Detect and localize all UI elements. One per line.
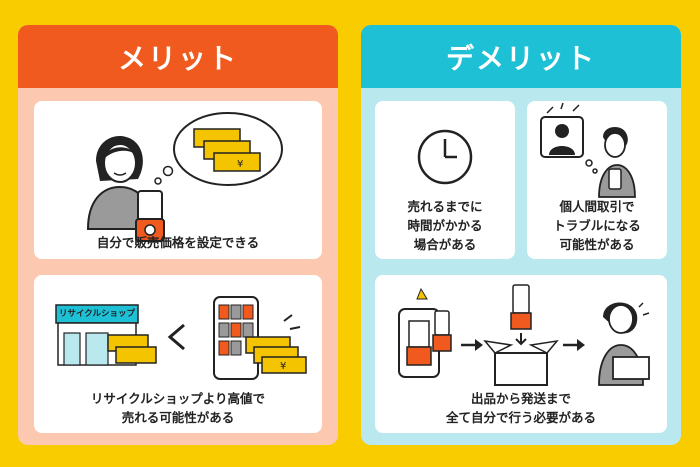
demerit-caption-shipping-line2: 全て自分で行う必要がある (445, 410, 596, 425)
demerit-caption-trouble-line1: 個人間取引で (559, 199, 635, 214)
blender-icon (432, 310, 452, 352)
demerit-caption-time-line1: 売れるまでに (407, 199, 483, 214)
demerit-panel: デメリット 売れるまでに 時間がかかる 場合がある 個人間取引で トラブルになる… (361, 25, 681, 445)
money-bills-icon: ¥ (193, 128, 261, 172)
shop-sign-text: リサイクルショップ (58, 309, 136, 319)
merit-caption-price: 自分で販売価格を設定できる (96, 235, 260, 250)
person-with-money-illustration: ¥ (86, 112, 283, 242)
demerit-caption-trouble-line2: トラブルになる (553, 218, 641, 233)
blender-icon (135, 190, 165, 242)
recycle-shop-icon (55, 304, 139, 366)
demerit-caption-shipping-line1: 出品から発送まで (470, 391, 571, 406)
demerit-caption-trouble-line3: 可能性がある (559, 237, 635, 252)
merit-card-higher-price: ¥ リサイクルショップ リサイクルショップより高値で 売れる可能性がある (34, 275, 322, 433)
smartphone-icon (398, 308, 440, 378)
merit-title: メリット (18, 25, 338, 88)
svg-text:¥: ¥ (237, 159, 243, 170)
money-bills-icon: ¥ (245, 336, 307, 374)
svg-text:¥: ¥ (280, 361, 286, 372)
shipping-process-illustration (398, 284, 650, 386)
merit-panel: メリット ¥ 自分で販売 (18, 25, 338, 445)
smartphone-icon (213, 296, 259, 380)
demerit-card-time: 売れるまでに 時間がかかる 場合がある (375, 101, 515, 259)
box-icon (483, 284, 559, 386)
shop-comparison-illustration: ¥ (55, 296, 307, 380)
merit-caption-higher-price-line1: リサイクルショップより高値で (90, 391, 266, 406)
demerit-title: デメリット (361, 25, 681, 88)
demerit-card-shipping: 出品から発送まで 全て自分で行う必要がある (375, 275, 667, 433)
less-than-icon (167, 323, 185, 351)
demerit-caption-time-line3: 場合がある (413, 237, 477, 252)
demerit-caption-time-line2: 時間がかかる (407, 218, 483, 233)
trouble-illustration (540, 102, 636, 198)
demerit-card-trouble: 個人間取引で トラブルになる 可能性がある (527, 101, 667, 259)
clock-icon (417, 129, 473, 185)
merit-caption-higher-price-line2: 売れる可能性がある (121, 410, 235, 425)
merit-card-price: ¥ 自分で販売価格を設定できる (34, 101, 322, 259)
